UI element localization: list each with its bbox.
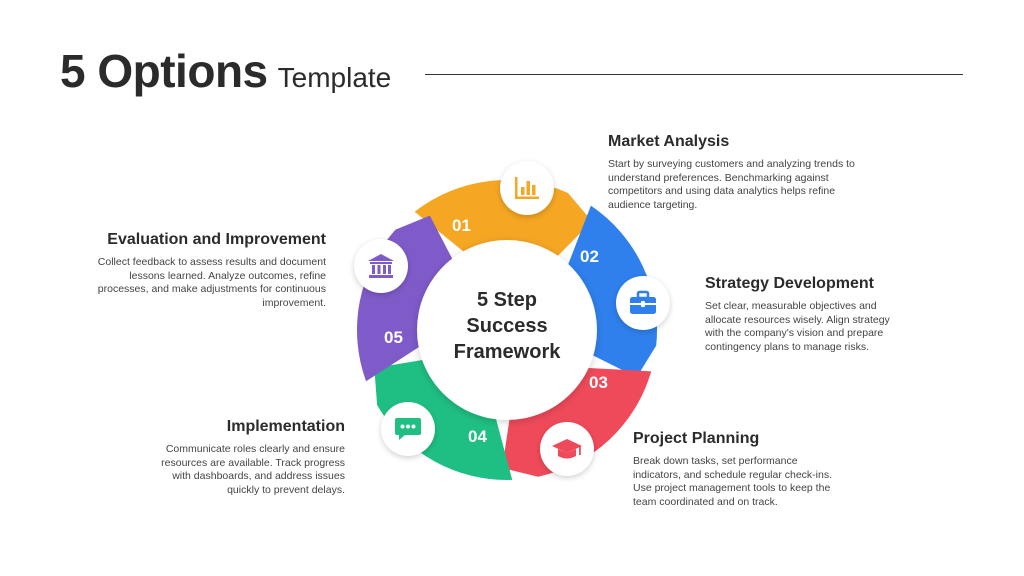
bank-icon: [368, 254, 394, 278]
step-1-text: Start by surveying customers and analyzi…: [608, 158, 855, 211]
step-3-text: Break down tasks, set performance indica…: [633, 455, 833, 508]
step-4-icon-circle: [381, 402, 435, 456]
step-5-icon-circle: [354, 239, 408, 293]
step-3-icon-circle: [540, 422, 594, 476]
center-line-2: Success: [466, 315, 548, 337]
step-number-03: 03: [589, 373, 608, 392]
step-5-text: Collect feedback to assess results and d…: [97, 256, 326, 309]
center-line-1: 5 Step: [476, 289, 538, 311]
chat-bubble-icon: [395, 418, 421, 440]
step-number-05: 05: [384, 328, 403, 347]
step-4-text: Communicate roles clearly and ensure res…: [161, 443, 345, 496]
title-sub: Template: [277, 62, 392, 93]
step-number-01: 01: [452, 216, 471, 235]
step-1-block: Market Analysis Start by surveying custo…: [608, 133, 858, 212]
ring-segment-2: [566, 205, 657, 378]
center-line-3: Framework: [453, 341, 561, 363]
step-3-block: Project Planning Break down tasks, set p…: [633, 430, 838, 509]
bar-chart-icon: [515, 177, 539, 199]
graduation-cap-icon: [552, 439, 582, 459]
step-2-title: Strategy Development: [705, 275, 874, 292]
ring-segment-4: [374, 359, 513, 480]
step-1-icon-circle: [500, 161, 554, 215]
step-4-title: Implementation: [226, 418, 345, 435]
title-main: 5 Options: [60, 45, 268, 97]
step-number-02: 02: [580, 247, 599, 266]
center-label: 5 Step Success Framework: [437, 287, 577, 365]
step-5-block: Evaluation and Improvement Collect feedb…: [96, 231, 326, 310]
briefcase-icon: [630, 290, 656, 314]
step-4-block: Implementation Communicate roles clearly…: [140, 418, 345, 497]
ring-segment-3: [502, 367, 652, 477]
center-circle: [417, 240, 597, 420]
step-number-04: 04: [468, 427, 487, 446]
step-5-title: Evaluation and Improvement: [107, 231, 326, 248]
title-divider: [425, 74, 963, 75]
step-1-title: Market Analysis: [608, 133, 730, 150]
title-group: 5 Options Template: [60, 44, 391, 98]
step-2-text: Set clear, measurable objectives and all…: [705, 300, 890, 353]
step-2-icon-circle: [616, 276, 670, 330]
step-3-title: Project Planning: [633, 430, 760, 447]
step-2-block: Strategy Development Set clear, measurab…: [705, 275, 910, 354]
